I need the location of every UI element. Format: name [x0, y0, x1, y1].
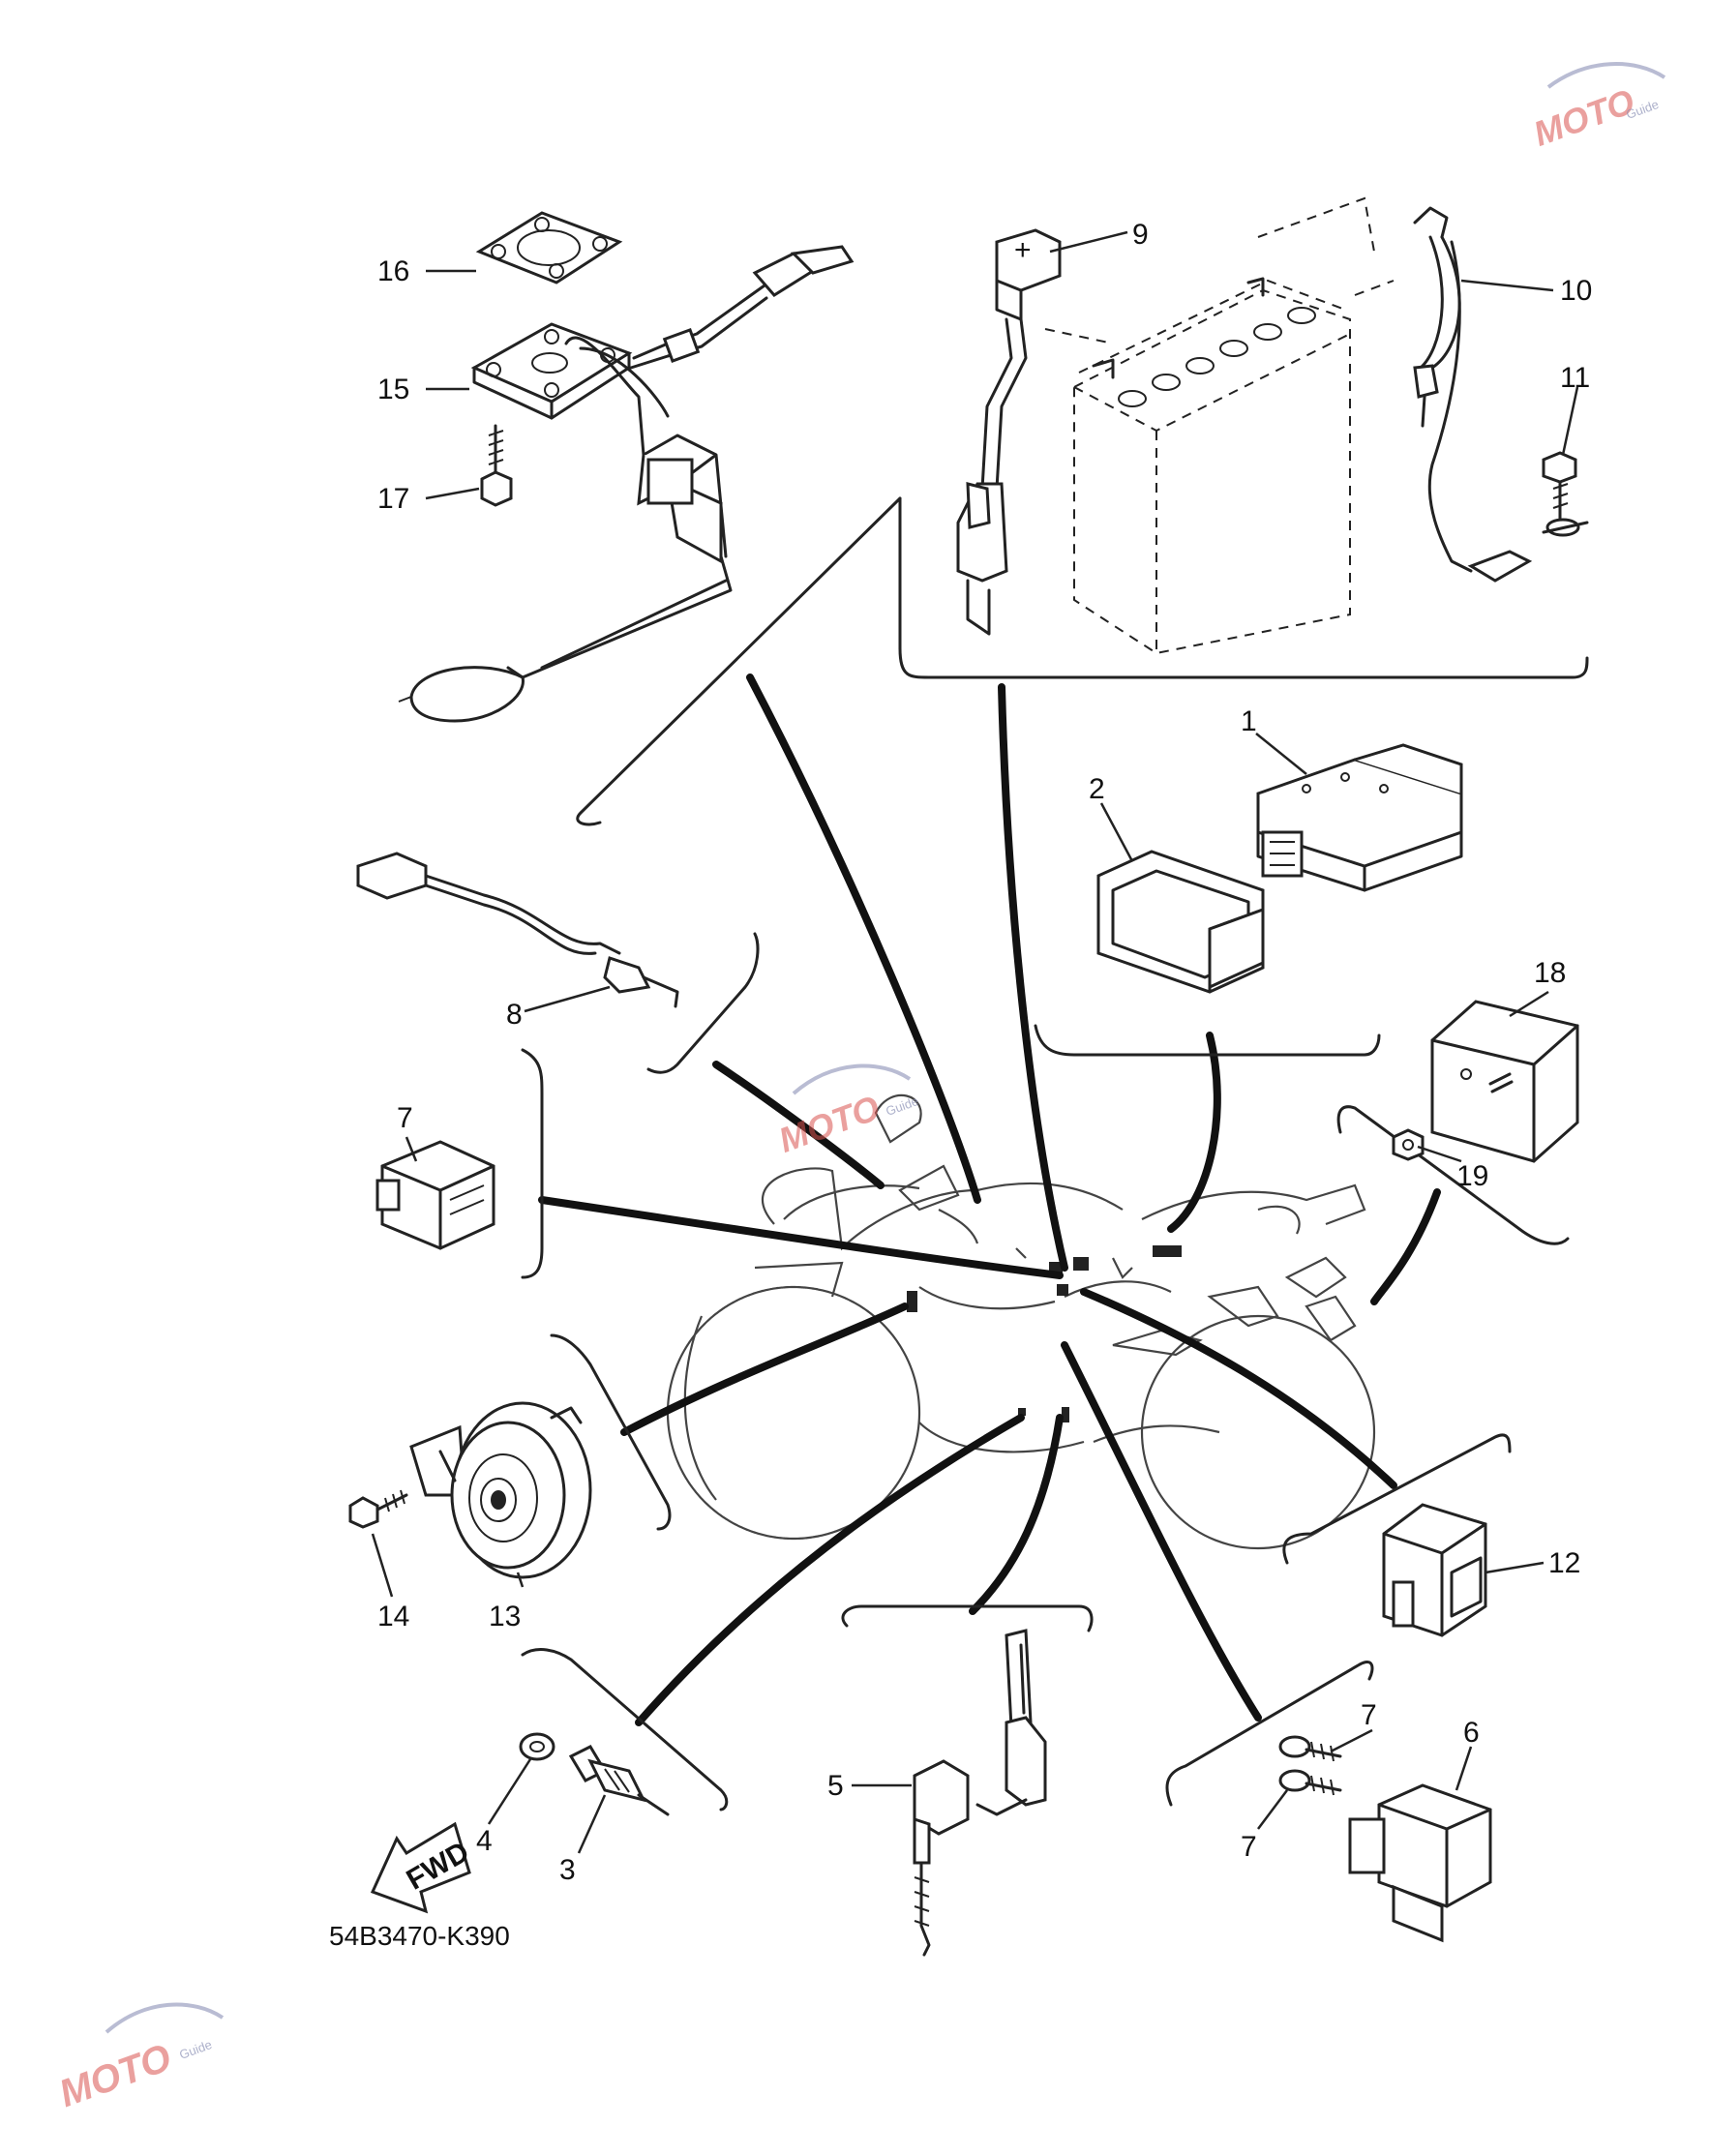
washer-part-4	[519, 1732, 555, 1761]
horn-group	[348, 1401, 592, 1579]
relay-group-6	[1278, 1735, 1492, 1943]
bolt-part-15	[348, 1489, 408, 1529]
cdi-rubber-part-2	[1096, 850, 1265, 994]
watermark-center-sub: Guide	[884, 1093, 920, 1119]
reflector-part-19	[1430, 1000, 1579, 1163]
relay-part-13	[1382, 1503, 1487, 1637]
watermark-top-right-text: MOTO	[1528, 81, 1639, 154]
screw-part-7b	[1278, 1769, 1342, 1796]
watermark-bottom-left-sub: Guide	[177, 2037, 214, 2062]
bolt-part-18	[480, 424, 513, 507]
watermark-logo-center: MOTO Guide	[773, 1063, 920, 1160]
callout-8: 7	[397, 1102, 413, 1134]
callout-20: 19	[1456, 1160, 1488, 1192]
callout-6: 6	[1463, 1717, 1480, 1749]
svg-text:+: +	[1014, 234, 1032, 266]
watermark-logo-top-right: MOTO Guide	[1528, 62, 1666, 154]
sensor-part-9	[356, 852, 679, 1008]
nut-part-20	[1392, 1128, 1425, 1161]
callout-9: 8	[506, 999, 523, 1031]
motorcycle-outline	[666, 1093, 1376, 1550]
callout-numbers: 16 15 17 9 10 11 1 2 8 7 18 19 12 13 14 …	[377, 219, 1592, 1886]
battery-box	[1044, 196, 1395, 655]
bolt-part-12	[1542, 451, 1589, 537]
callout-7b: 7	[1241, 1831, 1257, 1863]
diagram-code: 54B3470-K390	[329, 1921, 510, 1951]
harness-leaders	[538, 674, 1441, 1726]
panel-frames	[521, 496, 1589, 1812]
callout-7a: 7	[1361, 1699, 1377, 1731]
cdi-unit-part-1	[1256, 743, 1463, 892]
horn-part-14	[409, 1401, 592, 1579]
screw-part-7a	[1278, 1735, 1342, 1762]
callout-1: 1	[1241, 705, 1257, 737]
fuel-sender-part-16	[398, 245, 855, 723]
battery-group: +	[956, 196, 1589, 655]
fuel-sender-group	[398, 211, 855, 723]
positive-lead-part-10: +	[956, 228, 1062, 636]
callout-17: 16	[377, 255, 409, 287]
callout-leaders	[371, 230, 1579, 1854]
plug-group: FWD	[370, 1732, 670, 1914]
callout-5: 5	[827, 1770, 844, 1802]
gasket-part-17	[475, 211, 623, 284]
relay-part-8	[375, 1140, 495, 1250]
callout-19: 18	[1534, 957, 1566, 989]
callout-15: 14	[377, 1601, 409, 1632]
callout-10: 9	[1132, 219, 1149, 251]
relay-part-6	[1348, 1783, 1492, 1943]
callout-12: 11	[1560, 362, 1590, 394]
callout-11: 10	[1560, 275, 1592, 307]
callout-2: 2	[1089, 773, 1105, 805]
negative-lead-part-11	[1413, 206, 1533, 583]
callout-13: 12	[1548, 1547, 1580, 1579]
fwd-arrow-icon: FWD	[370, 1821, 474, 1914]
callout-18: 17	[377, 483, 409, 515]
spark-plug-part-3	[568, 1745, 670, 1816]
callout-3: 3	[559, 1854, 576, 1886]
callout-14: 13	[489, 1601, 521, 1632]
reflector-group	[1392, 1000, 1579, 1163]
callout-16: 15	[377, 374, 409, 405]
cdi-group	[1096, 743, 1463, 994]
watermark-bottom-left-text: MOTO	[54, 2036, 177, 2115]
watermark-logo-bottom-left: MOTO Guide	[54, 2002, 225, 2115]
callout-4: 4	[476, 1825, 493, 1857]
switch-part-5	[913, 1629, 1047, 1957]
